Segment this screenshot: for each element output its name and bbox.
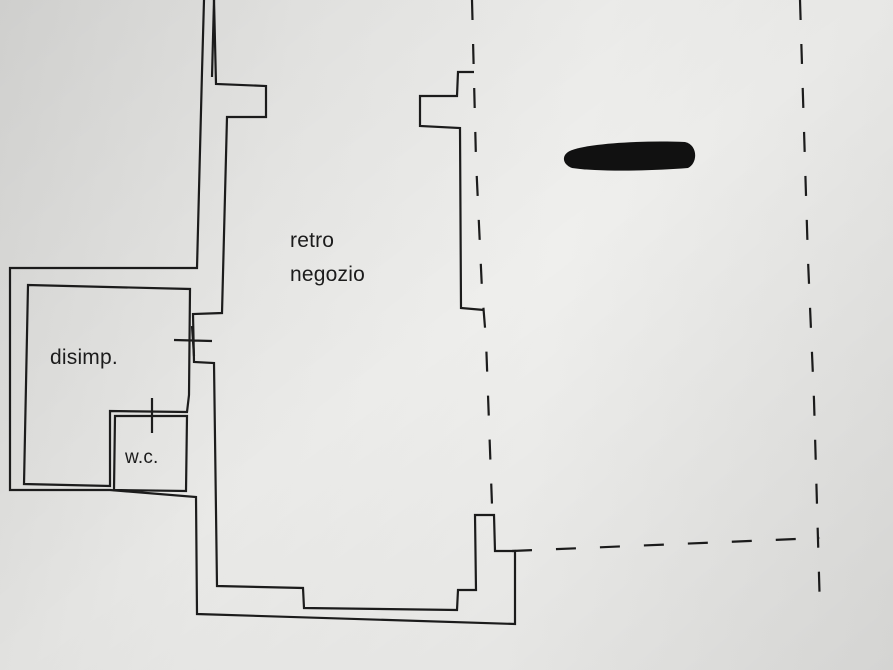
room-label-wc: w.c. [125,447,159,468]
room-label-disimp: disimp. [50,346,118,369]
room-label-negozio: negozio [290,263,365,286]
room-label-retro: retro [290,229,335,252]
